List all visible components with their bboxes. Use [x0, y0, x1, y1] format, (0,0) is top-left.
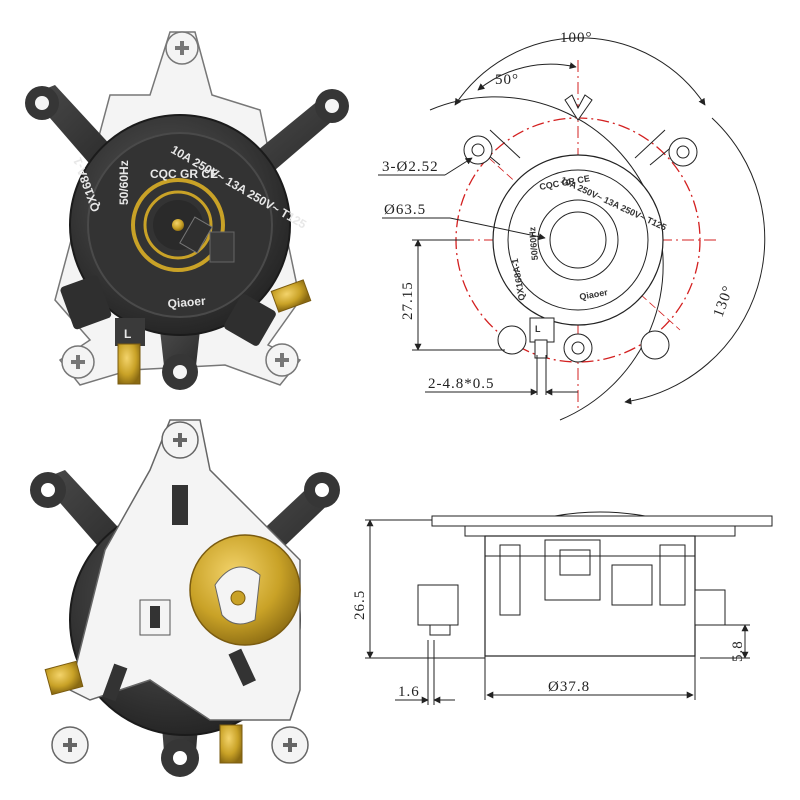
front-view-render: L CQC GR CE 10A 250V~ 13A 250V~ T125 50/…	[25, 31, 349, 390]
offset-label: 27.15	[400, 281, 416, 320]
terminal-size-label: 2-4.8*0.5	[428, 376, 495, 392]
front-brand-mark: Qiaoer	[167, 294, 206, 311]
top-brand-mark: Qiaoer	[579, 287, 609, 302]
angle-100-label: 100°	[560, 30, 593, 46]
front-freq-mark: 50/60Hz	[117, 160, 131, 205]
top-view-drawing: L 10A 250V~ 13A 250V~ T125 CQC GR CE 50/…	[378, 30, 766, 421]
top-terminal-l: L	[535, 324, 541, 334]
angle-50-label: 50°	[495, 72, 519, 88]
angle-130-label: 130°	[711, 283, 737, 319]
pitch-circle-label: Ø63.5	[384, 202, 426, 218]
side-view-drawing: 26.5 Ø37.8 5.8 1.6	[352, 511, 773, 705]
holes-label: 3-Ø2.52	[382, 159, 439, 175]
back-view-render	[30, 419, 340, 777]
terminal-width-label: 1.6	[398, 684, 420, 700]
base-diameter-label: Ø37.8	[548, 679, 590, 695]
front-cert-mark: CQC GR CE	[150, 167, 218, 181]
terminal-height-label: 5.8	[730, 640, 746, 662]
terminal-l-mark: L	[124, 327, 131, 341]
height-label: 26.5	[352, 590, 368, 620]
